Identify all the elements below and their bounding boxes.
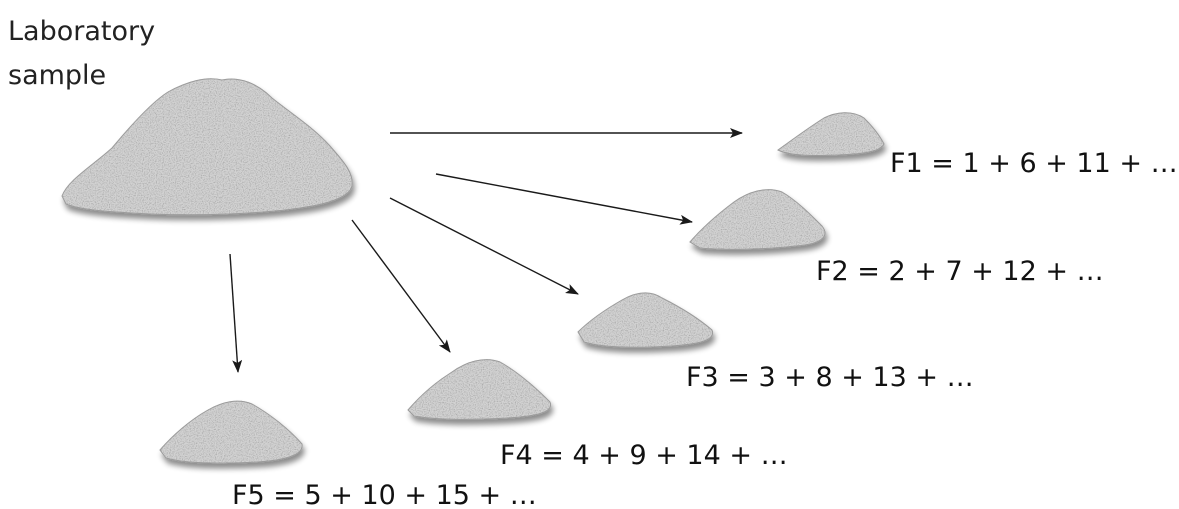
formula-f4: F4 = 4 + 9 + 14 + …	[500, 440, 788, 471]
formula-f5: F5 = 5 + 10 + 15 + …	[232, 480, 537, 509]
source-label-line1: Laboratory	[8, 16, 155, 47]
source-label: Laboratory sample	[8, 16, 155, 91]
formula-f1: F1 = 1 + 6 + 11 + …	[890, 148, 1178, 179]
arrows	[229, 128, 743, 373]
formula-f2: F2 = 2 + 7 + 12 + …	[816, 256, 1104, 287]
pile-f2	[689, 189, 826, 250]
pile-f4	[407, 359, 552, 420]
pile-f1	[777, 112, 885, 156]
arrow-to-f4	[351, 219, 451, 353]
formula-f3: F3 = 3 + 8 + 13 + …	[686, 362, 974, 393]
formula-labels: F1 = 1 + 6 + 11 + … F2 = 2 + 7 + 12 + … …	[232, 148, 1178, 509]
source-label-line2: sample	[8, 60, 106, 91]
laboratory-sample-pile	[61, 78, 353, 216]
arrow-to-f5	[229, 253, 243, 373]
arrow-to-f3	[389, 197, 579, 295]
pile-f3	[577, 292, 714, 348]
pile-f5	[159, 400, 303, 464]
arrow-to-f2	[435, 173, 693, 225]
